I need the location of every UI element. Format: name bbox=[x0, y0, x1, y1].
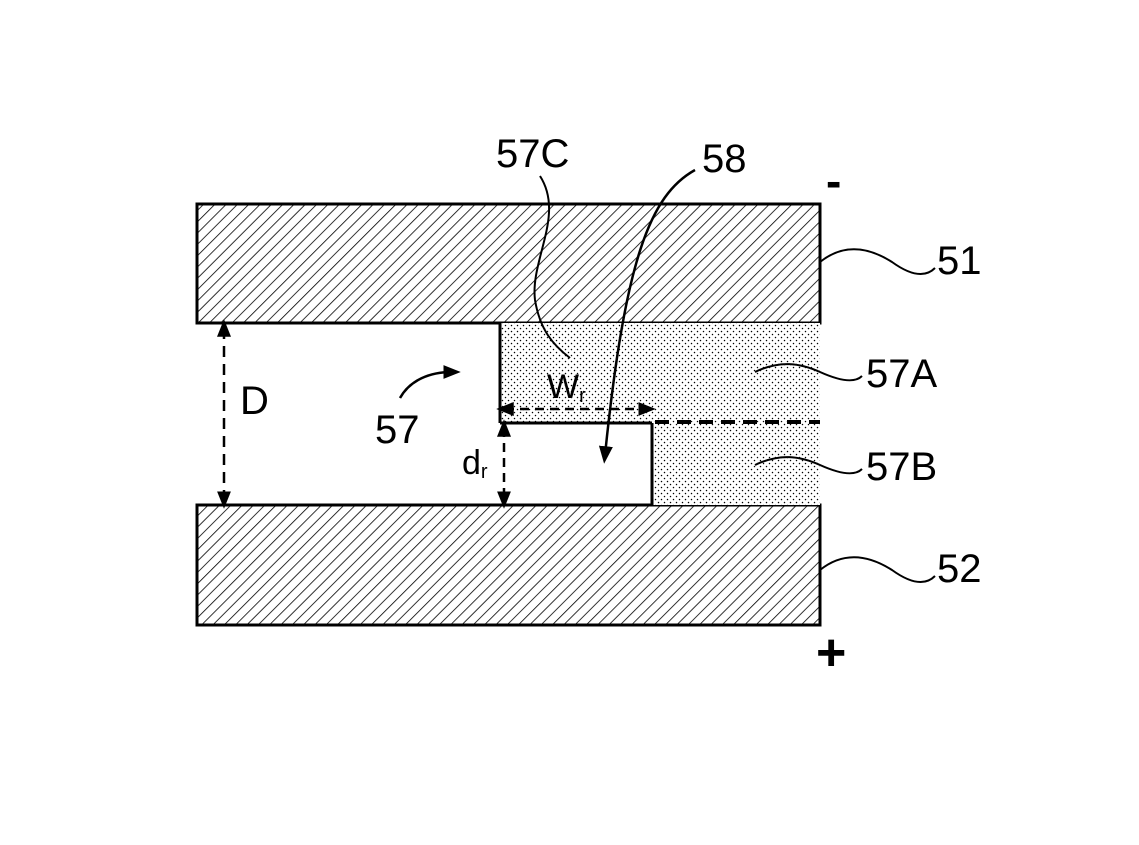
minus-sign: - bbox=[826, 155, 841, 207]
feature-57-arrow bbox=[400, 372, 452, 398]
region-57b bbox=[652, 423, 820, 505]
leader-51 bbox=[820, 249, 935, 274]
plus-sign: + bbox=[816, 624, 846, 682]
label-57b: 57B bbox=[866, 445, 937, 489]
label-52: 52 bbox=[937, 547, 982, 591]
label-58: 58 bbox=[702, 137, 747, 181]
label-57: 57 bbox=[375, 408, 420, 452]
depth-symbol: dr bbox=[462, 444, 488, 483]
bottom-electrode bbox=[197, 505, 820, 625]
label-57c: 57C bbox=[496, 132, 569, 176]
gap-symbol: D bbox=[240, 379, 269, 423]
label-57a: 57A bbox=[866, 352, 937, 396]
leader-52 bbox=[820, 557, 935, 582]
label-51: 51 bbox=[937, 239, 982, 283]
top-electrode bbox=[197, 204, 820, 323]
